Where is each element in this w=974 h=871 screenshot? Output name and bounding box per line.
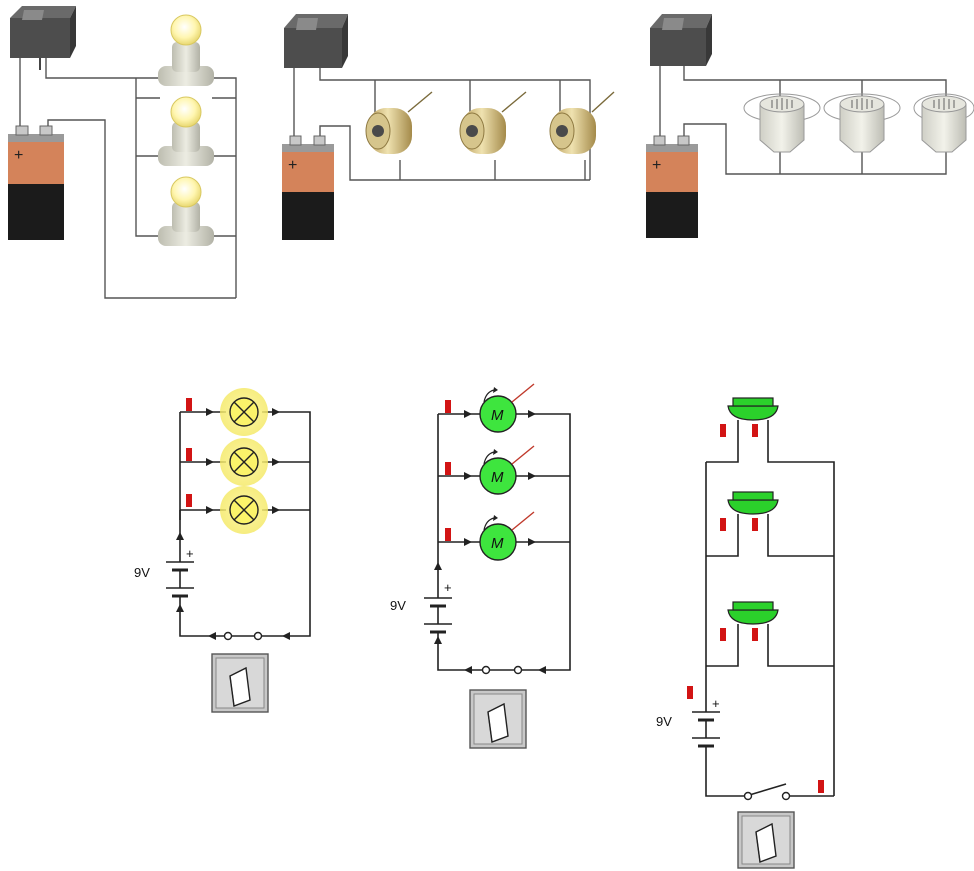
switch-terminals-3 bbox=[743, 791, 791, 801]
probe-markers-1 bbox=[186, 398, 192, 507]
motor-symbol-icon: M bbox=[479, 445, 535, 495]
buzzer-symbol-icon bbox=[727, 491, 779, 515]
buzzer-symbol-icon bbox=[727, 397, 779, 421]
schematic-buzzer-circuit: 9V + bbox=[656, 397, 835, 869]
lamp-symbol-icon bbox=[220, 388, 268, 436]
svg-text:M: M bbox=[491, 407, 504, 424]
motor-symbol-icon: M bbox=[479, 511, 535, 561]
rocker-switch-icon bbox=[284, 14, 348, 68]
rocker-switch-icon bbox=[650, 14, 712, 66]
probe-markers-3 bbox=[687, 424, 824, 793]
voltage-label: 9V bbox=[656, 714, 672, 729]
plus-label: + bbox=[444, 580, 452, 595]
current-arrows-1 bbox=[176, 408, 290, 640]
svg-text:M: M bbox=[491, 469, 504, 486]
plus-label: + bbox=[712, 696, 720, 711]
voltage-label: 9V bbox=[134, 565, 150, 580]
plus-label: + bbox=[186, 546, 194, 561]
schematic-motor-circuit: 9V + M M M bbox=[390, 383, 571, 749]
svg-text:+: + bbox=[288, 157, 297, 174]
lamp-symbol-icon bbox=[220, 438, 268, 486]
lamp-symbol-icon bbox=[220, 486, 268, 534]
pictorial-lamp-circuit: + bbox=[8, 6, 237, 299]
buzzer-symbol-icon bbox=[727, 601, 779, 625]
pictorial-wires-1 bbox=[19, 58, 237, 299]
piezo-buzzer-icon bbox=[743, 93, 821, 153]
dc-motor-icon bbox=[365, 91, 433, 154]
svg-text:+: + bbox=[652, 157, 661, 174]
light-bulb-icon bbox=[158, 14, 214, 86]
dc-motor-icon bbox=[459, 91, 527, 154]
piezo-buzzer-icon bbox=[913, 93, 974, 153]
pictorial-wires-2 bbox=[293, 68, 591, 181]
schematic-wires-3 bbox=[692, 420, 835, 797]
battery-9v-icon: + bbox=[282, 135, 334, 240]
switch-terminals-2 bbox=[481, 665, 523, 675]
pictorial-buzzer-circuit: + bbox=[646, 14, 974, 238]
switch-terminals-1 bbox=[223, 631, 263, 641]
switch-button-1[interactable] bbox=[211, 653, 269, 713]
light-bulb-icon bbox=[158, 96, 214, 166]
dc-motor-icon bbox=[549, 91, 615, 154]
motor-symbol-icon: M bbox=[479, 383, 535, 433]
current-arrows-2 bbox=[434, 410, 546, 674]
rocker-switch-icon bbox=[10, 6, 76, 70]
svg-text:+: + bbox=[14, 147, 23, 164]
probe-markers-2 bbox=[445, 400, 451, 541]
light-bulb-icon bbox=[158, 176, 214, 246]
pictorial-wires-3 bbox=[659, 66, 947, 175]
svg-text:M: M bbox=[491, 535, 504, 552]
piezo-buzzer-icon bbox=[823, 93, 901, 153]
switch-button-3[interactable] bbox=[737, 811, 795, 869]
schematic-lamp-circuit: 9V + bbox=[134, 388, 311, 713]
battery-9v-icon: + bbox=[646, 135, 698, 238]
pictorial-motor-circuit: + bbox=[282, 14, 615, 240]
switch-button-2[interactable] bbox=[469, 689, 527, 749]
battery-9v-icon: + bbox=[8, 125, 64, 240]
voltage-label: 9V bbox=[390, 598, 406, 613]
